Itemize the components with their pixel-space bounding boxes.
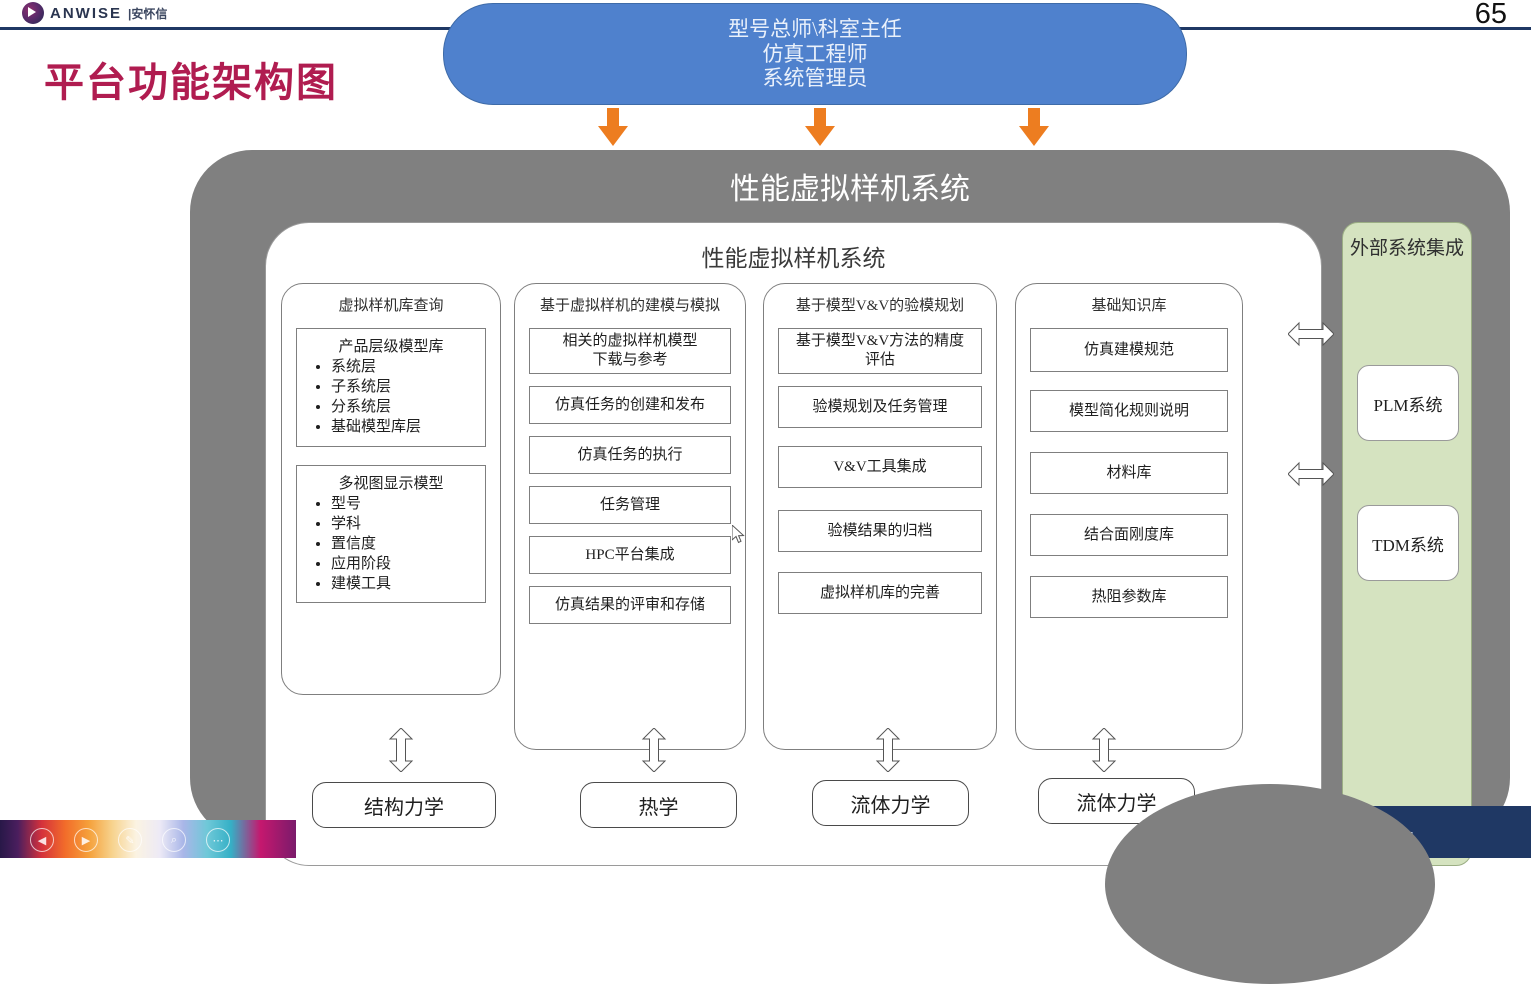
- discipline-box-thermal[interactable]: 热学: [580, 782, 737, 828]
- list-group-head: 产品层级模型库: [338, 339, 444, 355]
- column-title: 基于模型V&V的验模规划: [795, 298, 965, 314]
- discipline-box-fluid-1[interactable]: 流体力学: [812, 780, 969, 826]
- module-item[interactable]: 仿真结果的评审和存储: [529, 586, 731, 624]
- external-system-tdm[interactable]: TDM系统: [1357, 505, 1459, 581]
- module-item[interactable]: 验模规划及任务管理: [778, 386, 982, 428]
- role-banner: 型号总师\科室主任 仿真工程师 系统管理员: [443, 3, 1187, 105]
- role-line-2: 仿真工程师: [762, 41, 868, 66]
- list-group-multiview-display-model: 多视图显示模型 型号 学科 置信度 应用阶段 建模工具: [296, 464, 486, 604]
- module-item[interactable]: 相关的虚拟样机模型 下载与参考: [529, 328, 731, 374]
- module-item[interactable]: 验模结果的归档: [778, 510, 982, 552]
- module-item[interactable]: HPC平台集成: [529, 536, 731, 574]
- double-arrow-horizontal-icon: [1288, 321, 1334, 347]
- down-arrow-icon: [805, 108, 835, 146]
- module-item[interactable]: 结合面刚度库: [1030, 514, 1228, 556]
- platform-panel: 性能虚拟样机系统 虚拟样机库查询 产品层级模型库 系统层 子系统层 分系统层 基…: [265, 222, 1322, 866]
- page-title: 平台功能架构图: [44, 61, 338, 105]
- system-container: 性能虚拟样机系统 性能虚拟样机系统 虚拟样机库查询 产品层级模型库 系统层 子系…: [190, 150, 1510, 866]
- double-arrow-vertical-icon: [875, 728, 901, 772]
- role-line-3: 系统管理员: [762, 66, 868, 91]
- module-item[interactable]: 材料库: [1030, 452, 1228, 494]
- list-item: 建模工具: [331, 575, 477, 595]
- list-item: 型号: [331, 495, 477, 515]
- module-item[interactable]: 任务管理: [529, 486, 731, 524]
- presenter-toolbar[interactable]: ◀ ▶ ✎ ⌕ ⋯: [0, 820, 296, 858]
- down-arrow-icon: [598, 108, 628, 146]
- zoom-icon[interactable]: ⌕: [162, 828, 186, 852]
- column-title: 基于虚拟样机的建模与模拟: [539, 298, 720, 314]
- logo-text-cn: |安怀信: [128, 6, 168, 21]
- role-line-1: 型号总师\科室主任: [728, 17, 902, 42]
- double-arrow-vertical-icon: [388, 728, 414, 772]
- list-group-head: 多视图显示模型: [338, 475, 444, 492]
- module-item[interactable]: 虚拟样机库的完善: [778, 572, 982, 614]
- module-column-modeling-simulation[interactable]: 基于虚拟样机的建模与模拟 相关的虚拟样机模型 下载与参考 仿真任务的创建和发布 …: [514, 283, 746, 750]
- anwise-logo-mark-icon: [22, 2, 44, 24]
- column-title: 基础知识库: [1091, 298, 1167, 314]
- module-column-model-vv-planning[interactable]: 基于模型V&V的验模规划 基于模型V&V方法的精度 评估 验模规划及任务管理 V…: [763, 283, 997, 750]
- list-item: 置信度: [331, 535, 477, 555]
- pen-icon[interactable]: ✎: [118, 828, 142, 852]
- column-title: 虚拟样机库查询: [338, 298, 444, 314]
- platform-panel-title: 性能虚拟样机系统: [701, 246, 886, 271]
- presentation-slide: ANWISE |安怀信 65 平台功能架构图 型号总师\科室主任 仿真工程师 系…: [0, 0, 1531, 858]
- list-item: 基础模型库层: [331, 418, 477, 438]
- mouse-cursor-icon: [732, 525, 745, 544]
- list-item: 子系统层: [331, 378, 477, 398]
- module-item[interactable]: 基于模型V&V方法的精度 评估: [778, 328, 982, 374]
- list-group-product-model-library: 产品层级模型库 系统层 子系统层 分系统层 基础模型库层: [296, 328, 486, 447]
- page-number: 65: [1474, 0, 1507, 30]
- down-arrow-icon: [1019, 108, 1049, 146]
- module-item[interactable]: 仿真任务的执行: [529, 436, 731, 474]
- decorative-gray-blob: [1105, 784, 1435, 984]
- list-item: 分系统层: [331, 398, 477, 418]
- external-systems-title: 外部系统集成: [1349, 238, 1464, 259]
- module-item[interactable]: 模型简化规则说明: [1030, 390, 1228, 432]
- list-item: 学科: [331, 515, 477, 535]
- more-options-icon[interactable]: ⋯: [206, 828, 230, 852]
- logo-text: ANWISE: [50, 4, 122, 22]
- module-item[interactable]: 仿真建模规范: [1030, 328, 1228, 372]
- double-arrow-vertical-icon: [641, 728, 667, 772]
- double-arrow-horizontal-icon: [1288, 461, 1334, 487]
- next-slide-icon[interactable]: ▶: [74, 828, 98, 852]
- list-item: 系统层: [331, 358, 477, 378]
- module-item[interactable]: V&V工具集成: [778, 446, 982, 488]
- external-system-plm[interactable]: PLM系统: [1357, 365, 1459, 441]
- module-column-knowledge-base[interactable]: 基础知识库 仿真建模规范 模型简化规则说明 材料库 结合面刚度库 热阻参数库: [1015, 283, 1243, 750]
- brand-logo: ANWISE |安怀信: [22, 2, 167, 24]
- module-column-virtual-prototype-query[interactable]: 虚拟样机库查询 产品层级模型库 系统层 子系统层 分系统层 基础模型库层 多视图…: [281, 283, 501, 695]
- system-container-title: 性能虚拟样机系统: [730, 173, 970, 206]
- previous-slide-icon[interactable]: ◀: [30, 828, 54, 852]
- external-systems-panel: 外部系统集成 PLM系统 TDM系统: [1342, 222, 1472, 866]
- discipline-box-structural[interactable]: 结构力学: [312, 782, 496, 828]
- module-item[interactable]: 热阻参数库: [1030, 576, 1228, 618]
- list-item: 应用阶段: [331, 555, 477, 575]
- double-arrow-vertical-icon: [1091, 728, 1117, 772]
- module-item[interactable]: 仿真任务的创建和发布: [529, 386, 731, 424]
